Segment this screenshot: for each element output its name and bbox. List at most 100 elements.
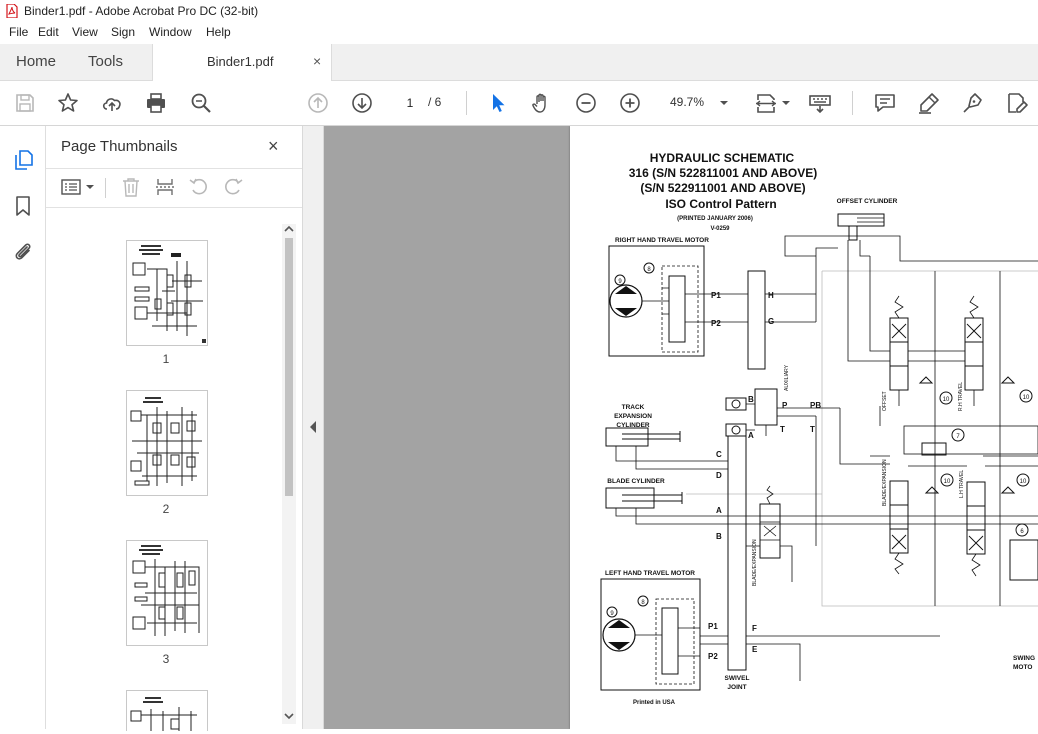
port-b-aux: B [748,395,754,404]
port-p2-right: P2 [711,319,721,328]
scrollbar-thumb[interactable] [285,238,293,496]
schematic-title-3: (S/N 522911001 AND ABOVE) [640,181,805,195]
port-p: P [782,401,788,410]
acrobat-icon [6,4,18,18]
page-number-input[interactable] [393,90,427,116]
callout-8: 8 [647,267,651,273]
offset-cylinder-label: OFFSET CYLINDER [837,198,898,205]
edit-pdf-icon[interactable] [1005,91,1029,115]
menu-sign[interactable]: Sign [111,25,136,39]
bookmark-star-icon[interactable] [56,91,80,115]
swivel-joint-label-2: JOINT [727,684,746,691]
attachments-paperclip-icon[interactable] [11,240,35,264]
swing-motor-label-2: MOTO [1013,664,1032,671]
callout-10-a: 10 [943,397,950,403]
keyboard-scroll-icon[interactable] [808,91,832,115]
auxiliary-label: AUXILIARY [784,364,790,391]
zoom-level[interactable]: 49.7% [670,95,705,109]
scroll-up-chevron-icon[interactable] [283,224,295,234]
thumbnail-page-4[interactable] [126,690,208,731]
track-expansion-label-1: TRACK [622,404,645,411]
print-icon[interactable] [144,91,168,115]
rh-travel-label: R.H TRAVEL [958,382,964,411]
rotate-left-icon[interactable] [188,176,210,198]
document-view[interactable]: HYDRAULIC SCHEMATIC 316 (S/N 522811001 A… [324,126,1038,729]
sign-pen-icon[interactable] [961,91,985,115]
menu-window[interactable]: Window [149,25,192,39]
tab-document[interactable]: Binder1.pdf × [152,44,332,81]
page-thumbnails-panel: Page Thumbnails × [46,126,303,731]
thumbnail-preview [130,697,197,731]
window-title: Binder1.pdf - Adobe Acrobat Pro DC (32-b… [24,4,259,18]
callout-9: 9 [618,279,622,285]
comment-icon[interactable] [873,91,897,115]
right-motor-label: RIGHT HAND TRAVEL MOTOR [615,237,709,244]
next-page-icon[interactable] [350,91,374,115]
menu-view[interactable]: View [72,25,98,39]
toolbar-divider [466,91,467,115]
scroll-down-chevron-icon[interactable] [283,711,295,721]
thumbnail-preview [132,245,206,343]
save-icon[interactable] [13,91,37,115]
swing-motor-label-1: SWING [1013,655,1035,662]
port-t-main: T [810,425,815,434]
zoom-search-icon[interactable] [189,91,213,115]
zoom-dropdown-chevron-icon[interactable] [712,91,736,115]
rotate-right-icon[interactable] [222,176,244,198]
schematic-title-2: 316 (S/N 522811001 AND ABOVE) [629,166,818,180]
thumbnail-page-3[interactable] [126,540,208,646]
collapse-left-chevron-icon[interactable] [309,421,317,433]
panel-title: Page Thumbnails [61,138,178,155]
lh-travel-label: L.H TRAVEL [959,470,965,498]
callout-7: 7 [956,434,960,440]
tab-bar: Home Tools Binder1.pdf × [0,44,1038,81]
thumbnail-page-1[interactable] [126,240,208,346]
blade-expansion-valve-label: BLADE/EXPANSION [882,459,888,506]
panel-collapse-strip[interactable] [303,126,324,729]
swivel-joint-label-1: SWIVEL [725,675,750,682]
schematic-title-1: HYDRAULIC SCHEMATIC [650,151,795,165]
delete-trash-icon[interactable] [120,176,142,198]
port-c: C [716,450,722,459]
previous-page-icon[interactable] [306,91,330,115]
zoom-in-icon[interactable] [618,91,642,115]
options-menu-icon[interactable] [60,176,82,198]
highlight-pen-icon[interactable] [917,91,941,115]
thumbnail-label: 3 [162,652,170,666]
tab-tools[interactable]: Tools [88,53,124,70]
zoom-out-icon[interactable] [574,91,598,115]
schematic-version: V-0259 [710,226,730,232]
callout-8-left: 8 [641,600,645,606]
upload-cloud-icon[interactable] [100,91,124,115]
page-thumbnails-icon[interactable] [11,148,35,172]
port-a-aux: A [748,431,754,440]
menu-edit[interactable]: Edit [38,25,59,39]
thumbnail-preview [130,397,202,486]
hand-tool-icon[interactable] [530,91,554,115]
offset-valve-label: OFFSET [882,391,888,411]
thumbnail-page-2[interactable] [126,390,208,496]
schematic-title-4: ISO Control Pattern [665,197,776,211]
navigation-rail [0,126,46,729]
tab-home[interactable]: Home [16,53,57,70]
blade-expansion-label: BLADE/EXPANSION [752,539,758,586]
port-d: D [716,471,722,480]
main-toolbar: / 6 49.7% [0,81,1038,126]
tab-close-icon[interactable]: × [313,53,322,69]
toolbar-divider [852,91,853,115]
menu-bar: File Edit View Sign Window Help [0,22,1038,42]
menu-help[interactable]: Help [206,25,231,39]
select-cursor-icon[interactable] [486,91,510,115]
port-p2-left: P2 [708,652,718,661]
panel-close-icon[interactable]: × [268,136,279,156]
options-chevron-icon[interactable] [84,176,96,198]
port-f: F [752,624,757,633]
menu-file[interactable]: File [9,25,29,39]
insert-page-icon[interactable] [154,176,176,198]
thumbnail-preview [132,545,200,636]
bookmarks-icon[interactable] [11,194,35,218]
callout-10-b: 10 [1023,395,1030,401]
port-g: G [768,317,774,326]
page-fit-icon[interactable] [754,91,778,115]
page-fit-chevron-icon[interactable] [776,91,800,115]
